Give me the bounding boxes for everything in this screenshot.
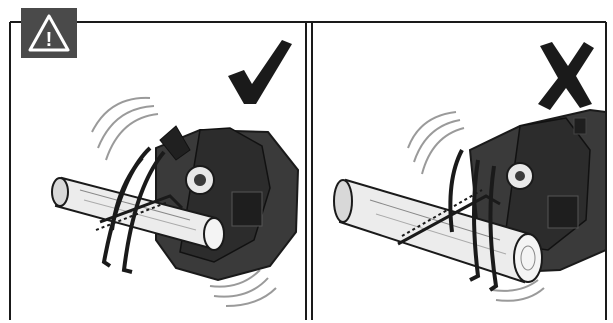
panel-incorrect: [334, 42, 606, 301]
vibration-lines-bottom-right: [492, 280, 544, 301]
cross-icon: [538, 42, 594, 110]
panel-correct: [52, 40, 298, 306]
warning-symbol: !: [46, 29, 53, 51]
checkmark-icon: [228, 40, 292, 104]
